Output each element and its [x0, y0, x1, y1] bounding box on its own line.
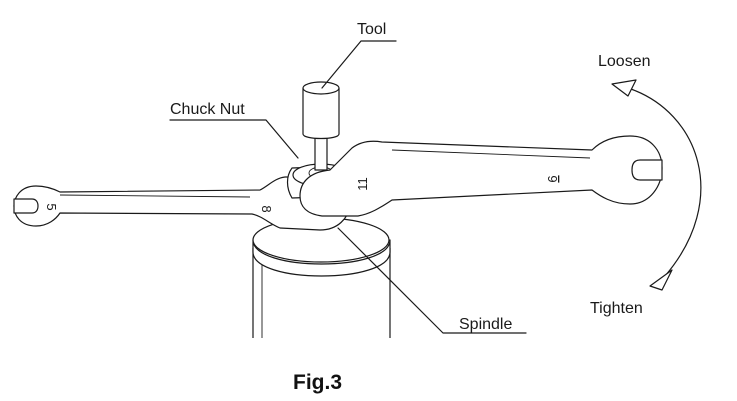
tool-bit — [302, 81, 340, 171]
short-wrench — [13, 176, 351, 231]
label-spindle: Spindle — [459, 316, 512, 333]
figure-caption: Fig.3 — [293, 371, 342, 394]
wrench-size-11: 11 — [355, 177, 370, 191]
long-wrench — [299, 135, 663, 217]
wrench-size-6: 6 — [545, 175, 560, 182]
leader-lines — [169, 40, 527, 334]
label-chuck-nut: Chuck Nut — [170, 101, 245, 118]
wrench-size-5: 5 — [44, 203, 59, 210]
label-tighten: Tighten — [590, 300, 643, 317]
spindle-housing — [252, 217, 391, 338]
label-tool: Tool — [357, 21, 386, 38]
label-loosen: Loosen — [598, 53, 651, 70]
wrench-size-8: 8 — [259, 205, 274, 212]
rotation-arrow — [611, 79, 702, 291]
